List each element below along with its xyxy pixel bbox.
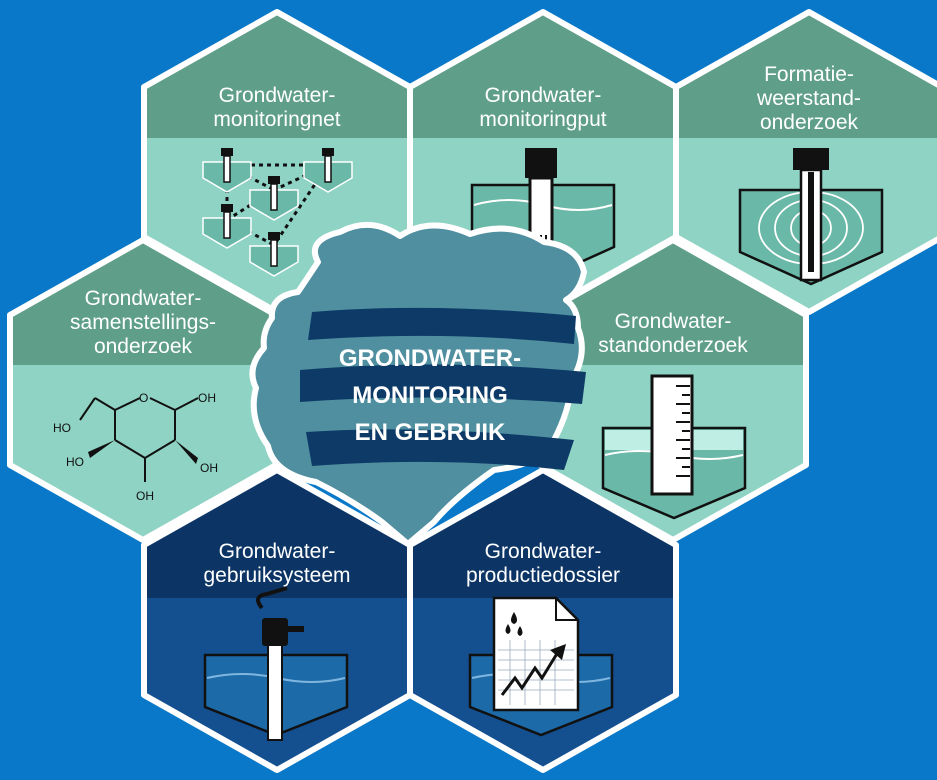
center-title-line-1: GRONDWATER- [338,345,522,372]
production-document-icon [468,596,614,737]
water-level-gauge-icon [601,374,747,520]
well-network-icon [202,148,353,277]
center-title: GRONDWATER- MONITORING EN GEBRUIK [280,340,580,451]
molecule-oh-right: OH [200,461,218,475]
hex-samenstelling: O OH HO HO OH OH [7,237,279,543]
label-productiedossier: Grondwater- productiedossier [465,540,621,587]
formation-resistance-icon [738,148,884,286]
molecule-ho-ch2: HO [53,421,71,435]
label-gebruiksysteem: Grondwater- gebruiksysteem [203,540,351,587]
center-cloud [249,221,587,547]
molecule-ho-left: HO [66,455,84,469]
label-samenstelling: Grondwater- samenstellings- onderzoek [70,287,216,358]
center-title-line-3: EN GEBRUIK [354,419,506,446]
label-standonderzoek: Grondwater- standonderzoek [598,310,748,357]
molecule-ring-oxygen: O [139,391,148,405]
molecule-oh-bottom: OH [136,489,154,503]
label-formatieweerstand: Formatie- weerstand- onderzoek [757,63,861,134]
hex-standonderzoek [537,237,809,543]
hex-monitoringnet [141,9,413,315]
hand-pump-icon [203,586,349,741]
glucose-molecule-icon: O OH HO HO OH OH [53,391,218,503]
label-monitoringnet: Grondwater- monitoringnet [213,84,341,131]
label-monitoringput: Grondwater- monitoringput [479,84,607,131]
center-title-line-2: MONITORING [352,382,508,409]
molecule-oh-1: OH [198,391,216,405]
